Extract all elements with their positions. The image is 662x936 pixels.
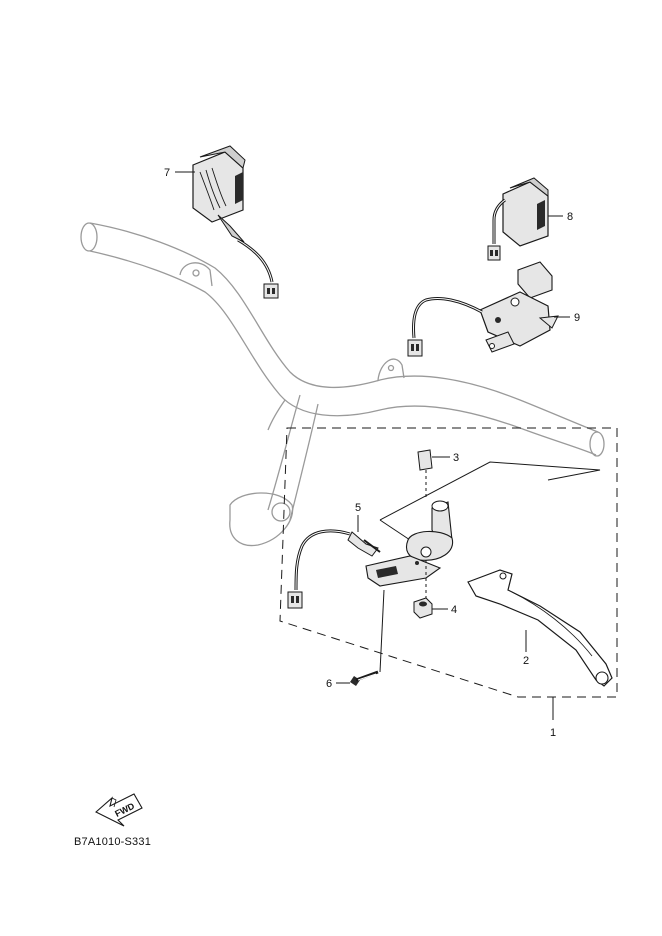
part-5-switch <box>287 529 381 609</box>
callout-9: 9 <box>574 312 580 324</box>
part-6-screw <box>350 589 385 686</box>
lever-holder <box>365 500 454 598</box>
callout-4: 4 <box>451 604 457 616</box>
diagram-code: B7A1010-S331 <box>74 836 152 848</box>
part-9-switch <box>407 261 559 357</box>
callout-8: 8 <box>567 211 573 223</box>
callout-2: 2 <box>523 655 529 667</box>
callout-3: 3 <box>453 452 459 464</box>
part-7-switch <box>192 145 279 299</box>
callout-7: 7 <box>164 167 170 179</box>
callout-1: 1 <box>550 727 556 739</box>
handlebar-strip <box>379 461 601 541</box>
assembly-boundary <box>279 427 618 698</box>
part-2-lever <box>467 569 613 687</box>
part-8-switch <box>487 177 549 261</box>
part-4-nut <box>413 597 433 619</box>
part-3-bolt <box>417 449 433 500</box>
callout-5: 5 <box>355 502 361 514</box>
callout-6: 6 <box>326 678 332 690</box>
fwd-arrow-icon: FWD <box>95 793 143 827</box>
